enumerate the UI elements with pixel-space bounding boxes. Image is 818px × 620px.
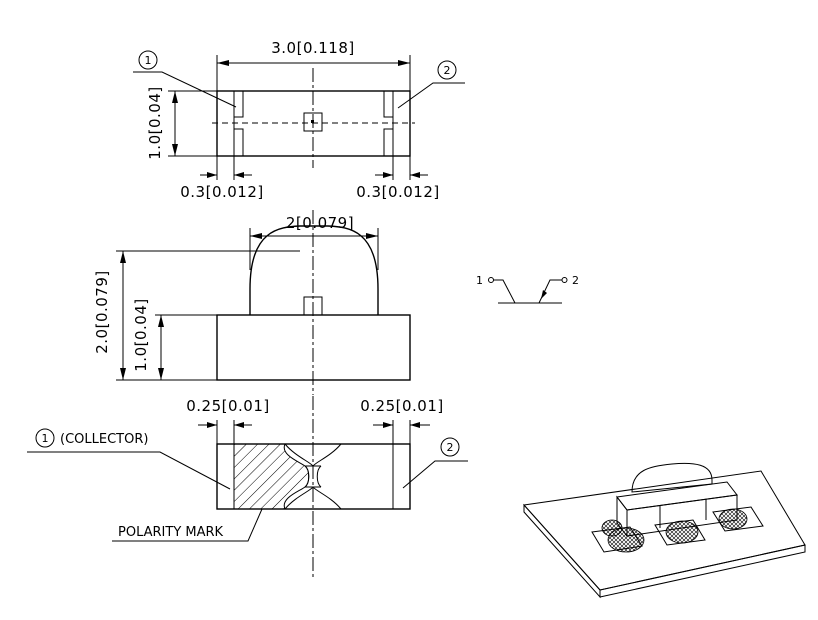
side-view-lens [249, 225, 379, 315]
top-width-dimension: 3.0[0.118] [216, 39, 411, 91]
top-left-pad-label: 0.3[0.012] [180, 183, 264, 201]
polarity-mark-label: POLARITY MARK [118, 525, 224, 540]
bottom-view: 0.25[0.01] 0.25[0.01] 1 (COLLECTOR) 2 PO… [27, 396, 468, 580]
bottom-pin1-callout: 1 (COLLECTOR) [27, 428, 231, 490]
svg-text:2: 2 [447, 441, 454, 454]
solder-fillet-3 [718, 508, 748, 530]
phototransistor-schematic: 1 2 [476, 274, 579, 304]
svg-text:2: 2 [444, 64, 451, 77]
total-height-label: 2.0[0.079] [93, 270, 111, 354]
bottom-right-pad-dimension: 0.25[0.01] [360, 397, 444, 444]
body-height-dimension: 1.0[0.04] [132, 298, 217, 380]
bottom-left-pad-dimension: 0.25[0.01] [186, 397, 270, 444]
side-view-body [216, 314, 411, 381]
collector-label: (COLLECTOR) [60, 432, 148, 447]
bottom-right-pad-label: 0.25[0.01] [360, 397, 444, 415]
top-right-pad-label: 0.3[0.012] [356, 183, 440, 201]
lens-width-label: 2[0.079] [286, 214, 354, 232]
top-height-label: 1.0[0.04] [146, 86, 164, 159]
top-height-dimension: 1.0[0.04] [146, 86, 217, 160]
bottom-left-pad-label: 0.25[0.01] [186, 397, 270, 415]
polarity-mark-callout: POLARITY MARK [112, 508, 263, 542]
top-pin1-callout: 1 [133, 50, 237, 108]
top-pin2-callout: 2 [397, 60, 465, 109]
top-left-pad-dimension: 0.3[0.012] [180, 156, 264, 201]
top-width-label: 3.0[0.118] [271, 39, 355, 57]
bottom-pin2-callout: 2 [402, 437, 468, 489]
svg-text:1: 1 [145, 54, 152, 67]
lens-width-dimension: 2[0.079] [249, 214, 379, 270]
total-height-dimension: 2.0[0.079] [93, 250, 300, 381]
schematic-pin2: 2 [572, 274, 579, 287]
side-view: 2[0.079] 2.0[0.079] 1.0[0.04] [93, 210, 411, 395]
polarity-mark-area [233, 443, 310, 510]
body-height-label: 1.0[0.04] [132, 298, 150, 371]
svg-text:1: 1 [42, 432, 49, 445]
solder-fillet-2 [665, 520, 699, 544]
schematic-pin1: 1 [476, 274, 483, 287]
top-view: 3.0[0.118] 1.0[0.04] 0.3[0.012] [133, 39, 465, 201]
top-right-pad-dimension: 0.3[0.012] [356, 156, 440, 201]
isometric-3d-view [523, 462, 806, 599]
